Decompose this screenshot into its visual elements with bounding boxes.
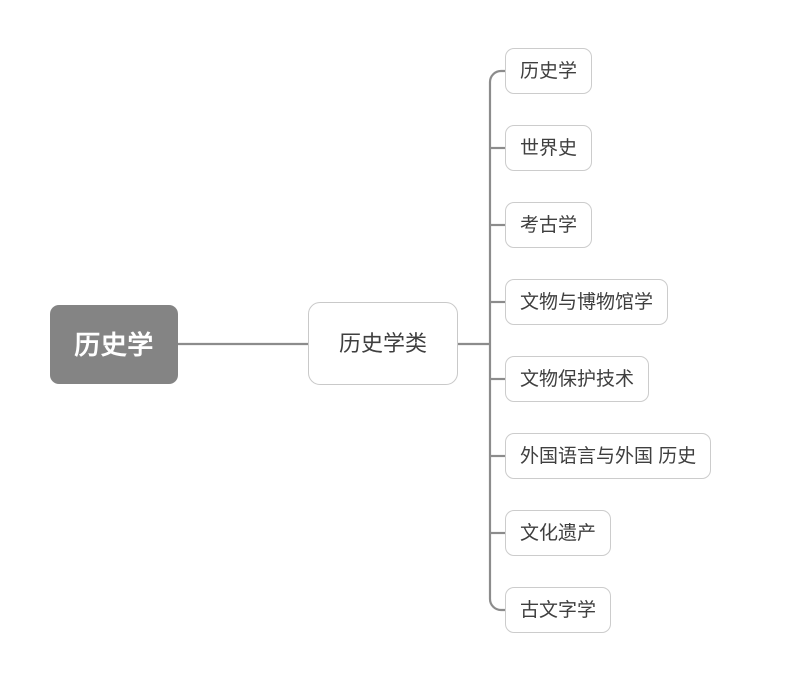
leaf-node-7[interactable]: 文化遗产	[505, 510, 612, 556]
leaf-node-3[interactable]: 考古学	[505, 202, 593, 248]
leaf-node-2-label: 世界史	[520, 137, 578, 159]
leaf-node-1[interactable]: 历史学	[505, 48, 593, 94]
leaf-node-1-label: 历史学	[520, 60, 578, 82]
connector-stub-1	[488, 69, 505, 83]
leaf-node-4[interactable]: 文物与博物馆学	[505, 279, 669, 325]
branch-node-label: 历史学类	[338, 330, 427, 356]
root-node-label: 历史学	[74, 329, 154, 360]
leaf-node-6[interactable]: 外国语言与外国 历史	[505, 433, 712, 479]
leaf-node-8-label: 古文字学	[520, 599, 597, 621]
leaf-node-2[interactable]: 世界史	[505, 125, 593, 171]
leaf-node-5[interactable]: 文物保护技术	[505, 356, 650, 402]
leaf-node-8[interactable]: 古文字学	[505, 587, 612, 633]
leaf-node-6-label: 外国语言与外国 历史	[520, 445, 697, 467]
leaf-node-7-label: 文化遗产	[520, 522, 597, 544]
connector-stub-8	[488, 598, 505, 612]
leaf-node-3-label: 考古学	[520, 214, 578, 236]
root-node[interactable]: 历史学	[50, 305, 178, 384]
leaf-node-5-label: 文物保护技术	[520, 368, 635, 390]
branch-node-history-category[interactable]: 历史学类	[308, 302, 458, 385]
leaf-node-4-label: 文物与博物馆学	[520, 291, 654, 313]
